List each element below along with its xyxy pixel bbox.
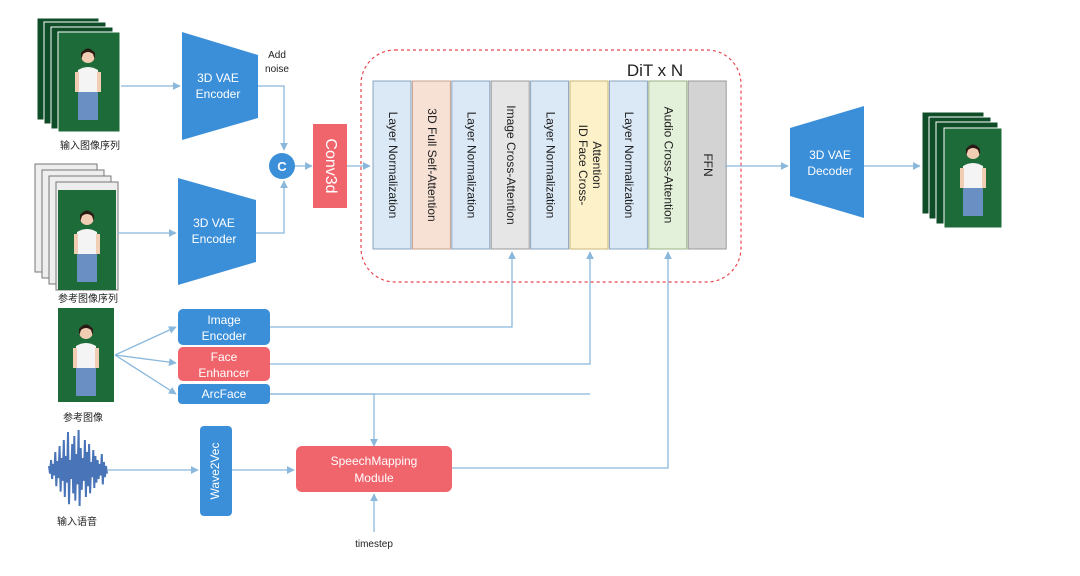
arcface-block	[178, 384, 270, 404]
dit-layer-9-label: FFN	[701, 153, 715, 176]
dit-layer-7-label: Layer Normalization	[622, 112, 636, 219]
dit-layer-4-label: Image Cross-Attention	[504, 105, 518, 224]
conv3d-block	[313, 124, 347, 208]
input-frame-person	[64, 40, 112, 120]
dit-label: DiT x N	[627, 61, 683, 80]
dit-layer-9	[687, 80, 727, 250]
audio-caption: 输入语音	[57, 515, 97, 528]
dit-layer-8	[648, 80, 688, 250]
arrow-ref-to-arcface	[114, 354, 177, 395]
decoder-line-1: 3D VAE	[809, 148, 851, 162]
reference-frames-caption: 参考图像序列	[58, 292, 118, 305]
dit-layer-1	[372, 80, 412, 250]
add-noise-line-1: Add	[268, 50, 286, 61]
add-noise-line-2: noise	[265, 64, 289, 75]
dit-layer-6	[569, 80, 609, 250]
decoder-line-2: Decoder	[807, 164, 852, 178]
dit-layer-7	[608, 80, 648, 250]
arrow-ref-to-image-encoder	[114, 326, 177, 356]
timestep-label: timestep	[355, 539, 393, 550]
dit-layer-6-label: Attention	[590, 141, 604, 188]
dit-layer-8-label: Audio Cross-Attention	[662, 107, 676, 224]
encoder-bottom-line-2: Encoder	[192, 232, 237, 246]
wave2vec-block	[200, 426, 232, 516]
image-encoder-block	[178, 309, 270, 345]
face-enhancer-block	[178, 347, 270, 381]
reference-image	[58, 308, 114, 402]
reference-frame-person	[63, 202, 111, 282]
arrow-image-encoder-to-image-cross-attn	[270, 251, 516, 328]
dit-layer-1-label: Layer Normalization	[386, 112, 400, 219]
dit-layer-3-label: Layer Normalization	[465, 112, 479, 219]
output-frame-person	[949, 136, 997, 216]
dit-layers: Layer Normalization 3D Full Self-Attentio…	[372, 80, 727, 250]
dit-layer-4	[490, 80, 530, 250]
input-frames-stack	[36, 17, 121, 133]
arrow-ref-to-face-enhancer	[114, 354, 177, 366]
encoder-bottom-line-1: 3D VAE	[193, 216, 235, 230]
image-encoder-line-1: Image	[207, 313, 241, 327]
vae-encoder-bottom	[178, 178, 256, 285]
reference-image-person	[62, 316, 110, 396]
encoder-top-line-1: 3D VAE	[197, 71, 239, 85]
arrow-encoder-bottom-to-concat	[256, 180, 288, 234]
speech-module-line-2: Module	[354, 471, 394, 485]
concat-node	[269, 153, 295, 179]
reference-frames-stack	[34, 163, 119, 291]
arcface-label: ArcFace	[202, 387, 247, 401]
image-encoder-line-2: Encoder	[202, 329, 247, 343]
vae-encoder-top	[182, 32, 258, 140]
audio-waveform	[48, 429, 108, 507]
speech-mapping-module	[296, 446, 452, 492]
dit-layer-2	[411, 80, 451, 250]
reference-image-caption: 参考图像	[63, 411, 103, 424]
concat-symbol: C	[277, 159, 287, 174]
arrow-speech-to-audio-cross-attn	[452, 251, 672, 469]
dit-layer-3	[451, 80, 491, 250]
arrow-face-enhancer-to-id-face-attn	[270, 251, 594, 365]
output-frames-stack	[921, 111, 1003, 229]
conv3d-label: Conv3d	[322, 138, 339, 193]
speech-module-line-1: SpeechMapping	[331, 454, 418, 468]
dit-layer-5	[530, 80, 570, 250]
dit-layer-2-label: 3D Full Self-Attention	[425, 108, 439, 221]
dit-layer-5-label: Layer Normalization	[543, 112, 557, 219]
face-enhancer-line-1: Face	[211, 350, 238, 364]
vae-decoder	[790, 106, 864, 218]
encoder-top-line-2: Encoder	[196, 87, 241, 101]
dit-block-container	[360, 49, 742, 283]
face-enhancer-line-2: Enhancer	[198, 366, 249, 380]
input-frames-caption: 输入图像序列	[60, 139, 120, 152]
wave2vec-label: Wave2Vec	[208, 443, 222, 500]
arrow-arcface-to-speech-module	[270, 393, 378, 447]
arrow-encoder-top-to-concat	[258, 85, 288, 151]
dit-layer-6-label: ID Face Cross-	[576, 125, 590, 206]
